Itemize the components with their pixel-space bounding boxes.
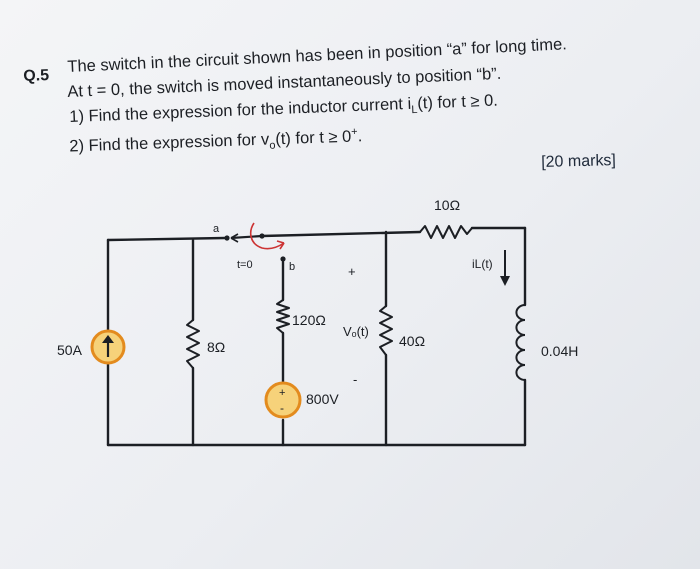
label-current-source: 50A (57, 342, 83, 358)
resistor-40ohm (379, 305, 393, 356)
label-node-b: b (289, 261, 295, 273)
label-r10: 10Ω (434, 197, 460, 213)
current-source-arrow-icon (102, 335, 114, 343)
inductor-coil-1 (515, 304, 526, 321)
resistor-120ohm (276, 299, 290, 334)
switch-arc (249, 222, 285, 250)
inductor-coil-3 (515, 334, 526, 351)
label-r8: 8Ω (207, 339, 225, 355)
switch-arc-arrow-icon (276, 240, 285, 250)
switch-node-a-dot (224, 235, 230, 241)
voltage-source-circle (264, 381, 302, 419)
inductor-coil-2 (515, 319, 526, 336)
il-arrow-icon (500, 276, 510, 286)
label-switch-time: t=0 (237, 259, 253, 271)
inductor (515, 304, 526, 381)
label-r120: 120Ω (292, 312, 326, 328)
label-inductor: 0.04H (541, 343, 578, 359)
voltage-source-plus: + (279, 387, 285, 399)
switch-blade-arrow-icon (230, 233, 239, 243)
inductor-coil-4 (515, 349, 526, 366)
resistor-8ohm (186, 319, 200, 369)
inductor-coil-5 (515, 364, 526, 381)
switch-node-b-dot (280, 256, 286, 262)
label-vo: Vₒ(t) (343, 324, 369, 339)
switch-blade (230, 234, 263, 240)
label-voltage-source: 800V (306, 391, 339, 407)
wire-top-middle (260, 230, 422, 238)
label-vo-minus: - (353, 372, 357, 387)
wire-top-left (106, 236, 227, 242)
label-il: iL(t) (472, 257, 493, 271)
label-vo-plus: + (348, 264, 356, 279)
voltage-source-minus: - (280, 401, 284, 415)
resistor-10ohm (419, 225, 473, 239)
label-node-a: a (213, 223, 220, 235)
label-r40: 40Ω (399, 333, 425, 349)
